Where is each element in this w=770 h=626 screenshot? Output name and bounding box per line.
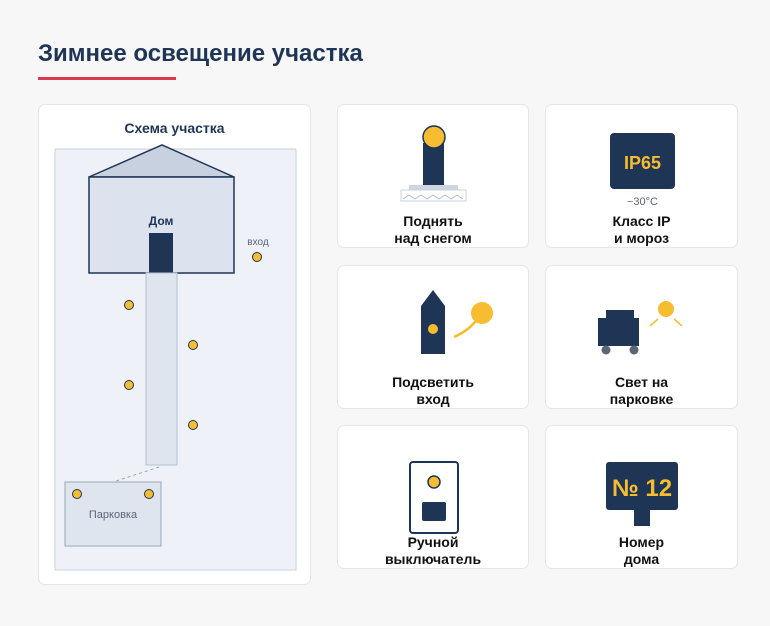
house-number-text: № 12 [612,475,672,502]
tile-house-number: № 12 Номер дома [545,425,738,569]
path-lamp [188,340,198,350]
tile-label: Ручной выключатель [384,534,482,567]
parking-light-icon [598,301,683,355]
site-map-card: Схема участка Дом вход Парковка [38,104,311,585]
manual-switch-icon [409,461,459,534]
tile-label: Свет на парковке [609,374,674,407]
path-lamp [124,380,134,390]
tile-label: Класс IP и мороз [612,213,671,246]
house-door [149,233,173,273]
ip65-badge-text: IP65 [624,153,661,173]
path-lamp [124,300,134,310]
page-title: Зимнее освещение участка [38,40,363,67]
tile-label: Номер дома [618,534,665,567]
lamp-above-snow-icon [400,125,467,202]
path-lamp [188,420,198,430]
tile-label: Поднять над снегом [394,213,472,246]
tile-label: Подсветить вход [392,374,474,407]
house-label: Дом [149,214,174,228]
title-underline [38,77,176,80]
frost-temperature: −30°C [627,196,658,208]
parking-lamp [144,489,154,499]
site-map-title: Схема участка [124,120,225,136]
house-number-sign-icon: № 12 [606,462,678,526]
walkway [145,272,178,466]
entrance-light-icon [421,290,493,354]
parking-label: Парковка [89,509,138,521]
tile-light-entrance: Подсветить вход [337,265,529,409]
site-map-diagram: Дом вход Парковка [54,144,297,571]
entrance-label: вход [247,237,269,248]
tile-raise-above-snow: Поднять над снегом [337,104,529,248]
cable-route [112,466,160,483]
ip65-badge-icon: IP65 −30°C [610,133,675,208]
entrance-lamp [252,252,262,262]
tile-ip-class-frost: IP65 −30°C Класс IP и мороз [545,104,738,248]
tile-manual-switch: Ручной выключатель [337,425,529,569]
parking-lamp [72,489,82,499]
tile-parking-light: Свет на парковке [545,265,738,409]
